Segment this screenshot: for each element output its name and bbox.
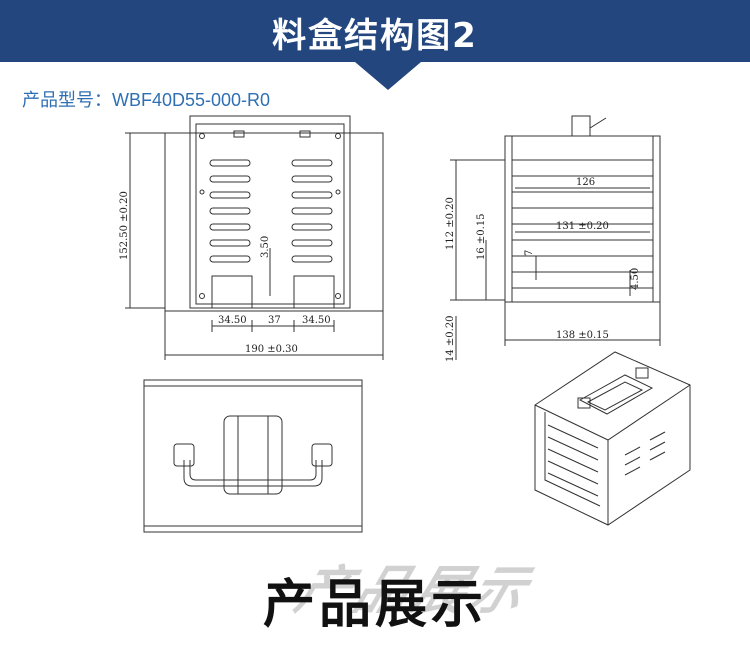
side-dim-inner: 126 xyxy=(576,177,595,188)
side-dim-7: 7 xyxy=(524,250,535,256)
model-value: WBF40D55-000-R0 xyxy=(112,90,271,110)
side-dim-14: 14 ±0.20 xyxy=(445,315,456,362)
front-view xyxy=(125,115,384,360)
side-view xyxy=(450,115,661,360)
front-dim-a: 34.50 xyxy=(218,315,247,326)
side-dim-inner2: 131 ±0.20 xyxy=(556,221,609,232)
page-title: 料盒结构图2 xyxy=(272,16,478,56)
front-dim-slot: 3.50 xyxy=(260,236,271,258)
model-label: 产品型号： xyxy=(22,90,112,110)
front-dim-c: 34.50 xyxy=(302,315,331,326)
isometric-view xyxy=(534,351,691,526)
side-dim-450: 4.50 xyxy=(630,268,641,290)
side-dim-16: 16 ±0.15 xyxy=(476,213,487,260)
top-view xyxy=(143,379,363,533)
banner-notch xyxy=(355,62,421,90)
model-line: 产品型号：WBF40D55-000-R0 xyxy=(22,86,270,112)
front-dim-width: 190 ±0.30 xyxy=(245,344,298,355)
header-banner: 料盒结构图2 xyxy=(0,0,750,62)
footer-title: 产品展示 xyxy=(262,575,487,635)
front-dim-height: 152.50 ±0.20 xyxy=(119,191,130,260)
side-dim-height: 112 ±0.20 xyxy=(445,197,456,250)
front-dim-b: 37 xyxy=(268,315,281,326)
side-dim-bottom: 138 ±0.15 xyxy=(556,330,609,341)
